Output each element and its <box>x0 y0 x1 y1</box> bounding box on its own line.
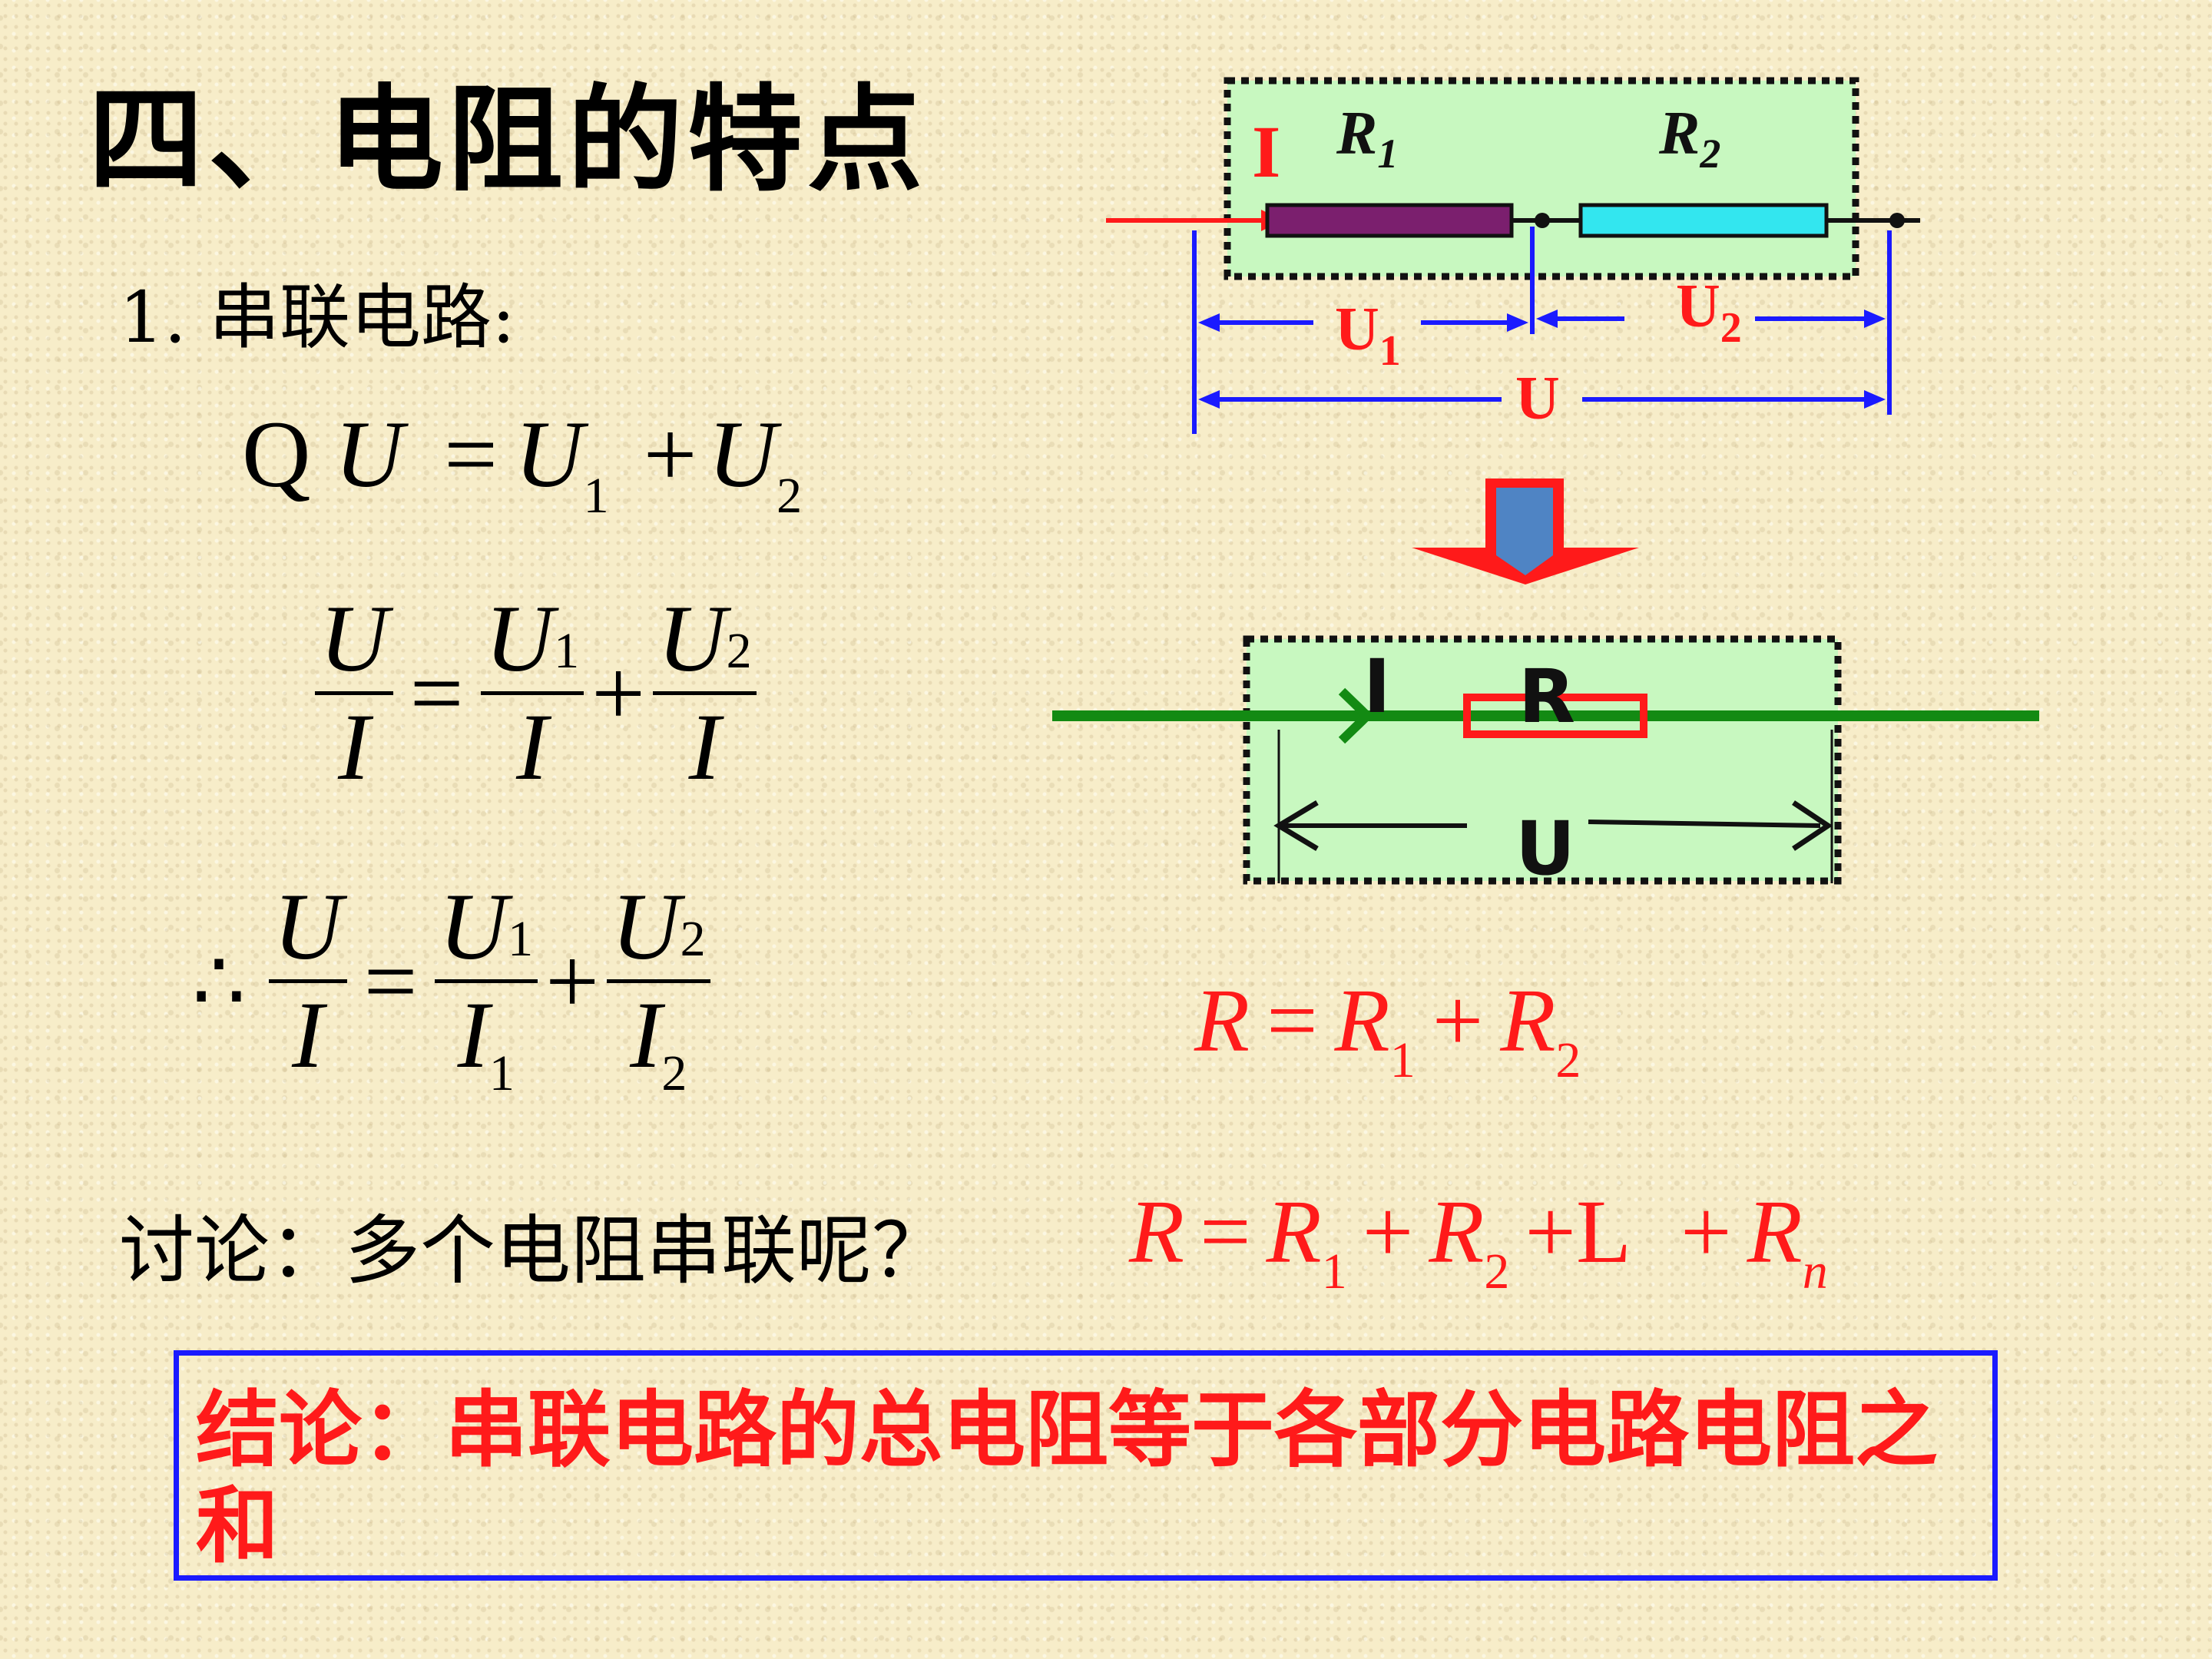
gen-rn-sub: n <box>1802 1243 1828 1300</box>
therefore-symbol: ∴ <box>192 934 246 1028</box>
gen-plus-1: + <box>1362 1181 1414 1282</box>
result-equals: = <box>1267 970 1318 1071</box>
eq2-n1-sub: 1 <box>554 623 580 679</box>
u-arrow-right-icon <box>1864 390 1886 409</box>
u2-arrow-right-icon <box>1864 310 1886 328</box>
gen-r: R <box>1129 1181 1185 1282</box>
series-circuit-box <box>1224 77 1859 280</box>
result-formula: R=R1+R2 <box>1194 970 1581 1086</box>
resistor-r <box>1463 694 1647 738</box>
eq2-n2: U <box>657 586 727 691</box>
r1-label: R1 <box>1336 100 1398 177</box>
eq2-plus: + <box>591 640 645 746</box>
eq2-d2: I <box>688 694 720 800</box>
r2-label: R2 <box>1658 100 1720 177</box>
equation-voltage-sum: Q U =U1 +U2 <box>242 402 802 522</box>
eq3-d2: I <box>630 982 662 1088</box>
current-label: I <box>1252 111 1280 193</box>
u-arrow-left-icon <box>1198 390 1220 409</box>
resistor-r2 <box>1578 203 1829 238</box>
eq3-n1-sub: 1 <box>508 911 534 967</box>
equivalent-circuit-box <box>1243 635 1842 885</box>
result-r2-sub: 2 <box>1555 1032 1581 1088</box>
result-r1: R <box>1334 970 1390 1071</box>
eq3-n2: U <box>611 874 680 979</box>
eq1-plus: + <box>643 402 697 507</box>
eq2-n1: U <box>485 586 555 691</box>
gen-r2: R <box>1429 1181 1485 1282</box>
result-r: R <box>1194 970 1250 1071</box>
eq3-plus: + <box>545 928 599 1034</box>
eq1-u1-sub: 1 <box>583 468 609 524</box>
gen-equals: = <box>1200 1181 1251 1282</box>
eq3-d2-sub: 2 <box>661 1045 687 1101</box>
u-arrow-right-icon-2 <box>1792 800 1833 851</box>
discussion-question: 讨论：多个电阻串联呢？ <box>119 1207 948 1295</box>
transform-arrow-icon <box>1412 478 1639 584</box>
eq1-u2: U <box>707 402 777 507</box>
because-symbol: Q <box>242 402 311 507</box>
resistor-r1 <box>1265 203 1514 238</box>
u-arrow-left-icon-2 <box>1273 800 1319 852</box>
eq2-d1: I <box>516 694 548 800</box>
eq3-num: U <box>273 874 343 979</box>
r-label: R <box>1518 654 1575 740</box>
eq3-den: I <box>292 982 324 1088</box>
result-plus: + <box>1432 970 1484 1071</box>
eq3-d1: I <box>457 982 489 1088</box>
eq2-den: I <box>338 694 370 800</box>
eq2-n2-sub: 2 <box>726 623 752 679</box>
u1-arrow-left-icon <box>1198 313 1220 332</box>
eq1-equals: = <box>444 402 498 507</box>
result-r2: R <box>1500 970 1556 1071</box>
u1-label: U1 <box>1335 296 1401 375</box>
u-label: U <box>1515 365 1560 432</box>
gen-rn: R <box>1747 1181 1803 1282</box>
gen-plus-2: + <box>1681 1181 1732 1282</box>
gen-r2-sub: 2 <box>1484 1243 1510 1300</box>
u2-arrow-left-icon <box>1536 310 1558 328</box>
result-r1-sub: 1 <box>1389 1032 1416 1088</box>
conclusion-box <box>174 1350 1998 1581</box>
current-arrow-icon-2 <box>1338 687 1374 744</box>
equivalent-circuit-diagram: I R U <box>1052 635 2039 891</box>
eq2-equals: = <box>409 640 464 746</box>
u-dim-right-2 <box>1588 820 1821 828</box>
end-dot <box>1889 213 1905 228</box>
u1-arrow-right-icon <box>1507 313 1528 332</box>
gen-r1: R <box>1266 1181 1322 1282</box>
gen-plus-ellipsis: +L <box>1525 1181 1632 1282</box>
general-series-formula: R=R1+R2+L+Rn <box>1129 1181 1828 1297</box>
eq1-u2-sub: 2 <box>777 468 803 524</box>
eq3-n2-sub: 2 <box>680 911 706 967</box>
eq3-d1-sub: 1 <box>488 1045 515 1101</box>
gen-r1-sub: 1 <box>1321 1243 1347 1300</box>
junction-dot <box>1535 213 1550 228</box>
u-label-2: U <box>1515 806 1575 891</box>
eq2-num: U <box>320 586 389 691</box>
current-label-2: I <box>1363 644 1391 730</box>
section-heading: 1. 串联电路: <box>119 276 516 359</box>
eq1-lhs: U <box>334 402 404 507</box>
eq3-equals: = <box>363 928 418 1034</box>
series-circuit-diagram: I R1 R2 U1 U2 U <box>1106 77 1920 434</box>
conclusion-text: 结论：串联电路的总电阻等于各部分电路电阻之和 <box>196 1382 1939 1575</box>
slide-title: 四、电阻的特点 <box>88 74 928 207</box>
eq1-u1: U <box>515 402 584 507</box>
u2-label: U2 <box>1676 273 1742 352</box>
eq3-n1: U <box>439 874 508 979</box>
